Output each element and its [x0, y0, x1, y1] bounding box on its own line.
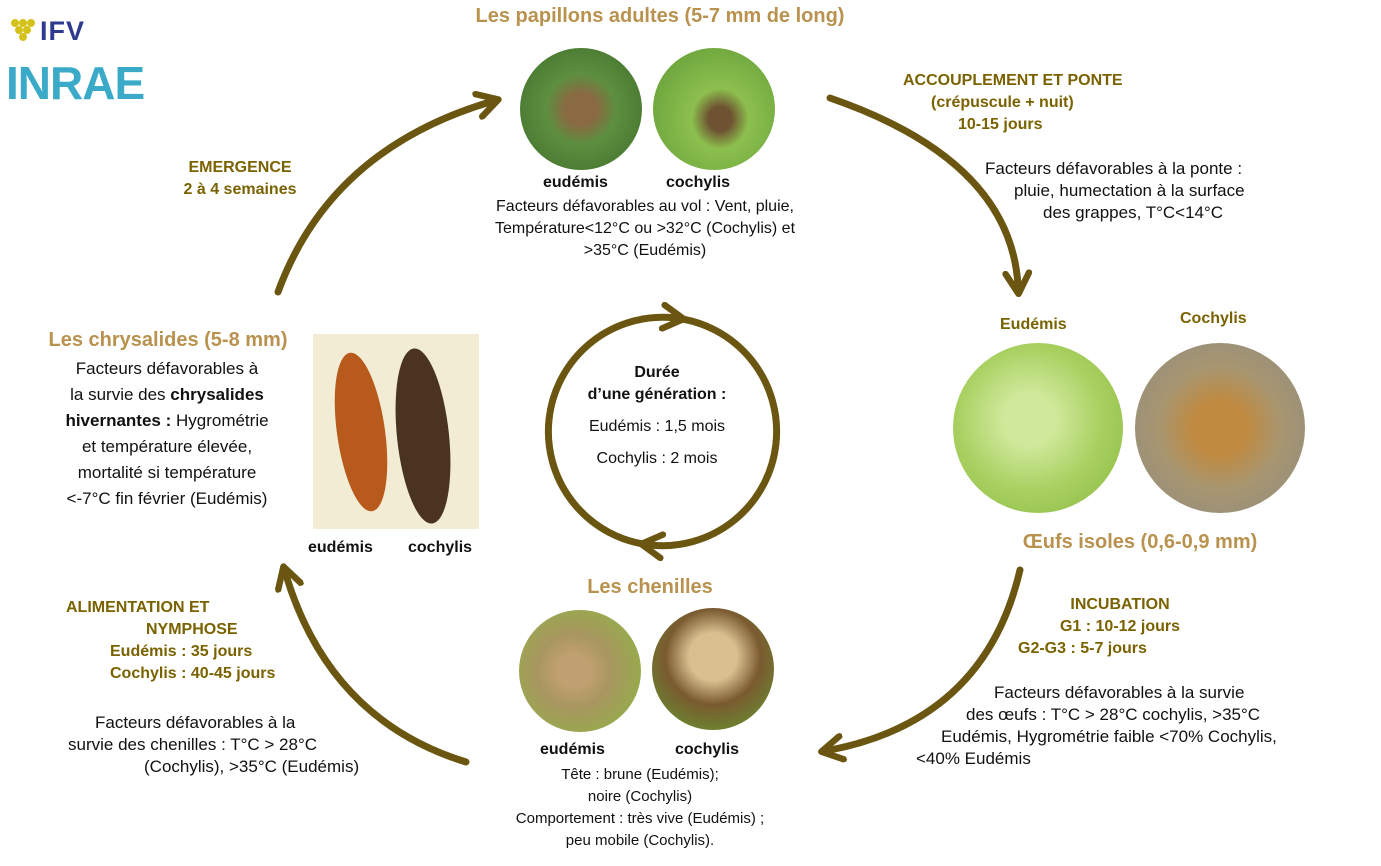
feeding-title-line: Cochylis : 40-45 jours: [66, 663, 366, 685]
pupae-factor-line: <-7°C fin février (Eudémis): [22, 486, 312, 512]
egg-eudemis-photo: [953, 343, 1123, 513]
mating-title-line: ACCOUPLEMENT ET PONTE: [903, 70, 1123, 92]
egg-cochylis-photo: [1135, 343, 1305, 513]
adult-eudemis-photo: [520, 48, 642, 170]
grape-icon: [10, 18, 36, 44]
caterpillars-label-cochylis: cochylis: [675, 739, 739, 761]
generation-eudemis: Eudémis : 1,5 mois: [552, 416, 762, 438]
mating-title: ACCOUPLEMENT ET PONTE (crépuscule + nuit…: [903, 70, 1123, 136]
adult-cochylis-photo: [653, 48, 775, 170]
mating-factors: Facteurs défavorables à la ponte : pluie…: [960, 158, 1340, 224]
generation-cochylis: Cochylis : 2 mois: [552, 448, 762, 470]
incubation-title: INCUBATION G1 : 10-12 jours G2-G3 : 5-7 …: [1010, 594, 1230, 660]
pupae-label-cochylis: cochylis: [408, 537, 472, 559]
feeding-title-line: ALIMENTATION ET: [66, 597, 366, 619]
adults-factor-line: Facteurs défavorables au vol : Vent, plu…: [440, 196, 850, 218]
emergence-title-line: EMERGENCE: [160, 157, 320, 179]
caterpillar-eudemis-photo: [519, 610, 641, 732]
incubation-factor-line: Eudémis, Hygrométrie faible <70% Cochyli…: [916, 726, 1376, 748]
adults-factors: Facteurs défavorables au vol : Vent, plu…: [440, 196, 850, 262]
incubation-factor-line: <40% Eudémis: [916, 748, 1376, 770]
incubation-title-line: G2-G3 : 5-7 jours: [1010, 638, 1230, 660]
eggs-label-eudemis: Eudémis: [1000, 314, 1067, 336]
eggs-title: Œufs isoles (0,6-0,9 mm): [990, 530, 1290, 554]
feeding-factor-line: Facteurs défavorables à la: [68, 712, 428, 734]
ifv-logo-text: IFV: [40, 16, 85, 47]
caterpillar-cochylis-photo: [652, 608, 774, 730]
generation-title-line: d’une génération :: [552, 384, 762, 406]
incubation-title-line: INCUBATION: [1010, 594, 1230, 616]
caterpillars-desc-line: Comportement : très vive (Eudémis) ;: [460, 808, 820, 830]
pupa-eudemis-shape: [326, 349, 396, 514]
pupae-f3a: hivernantes :: [65, 411, 171, 430]
generation-title-line: Durée: [552, 362, 762, 384]
incubation-factor-line: des œufs : T°C > 28°C cochylis, >35°C: [916, 704, 1376, 726]
inrae-logo: INRAE: [6, 58, 144, 108]
caterpillars-desc-line: Tête : brune (Eudémis);: [460, 764, 820, 786]
pupae-factor-line: hivernantes : Hygrométrie: [22, 408, 312, 434]
mating-title-line: (crépuscule + nuit): [903, 92, 1123, 114]
feeding-factor-line: (Cochylis), >35°C (Eudémis): [68, 756, 428, 778]
pupae-factor-line: la survie des chrysalides: [22, 382, 312, 408]
pupae-factor-line: mortalité si température: [22, 460, 312, 486]
mating-title-line: 10-15 jours: [903, 114, 1123, 136]
adults-factor-line: Température<12°C ou >32°C (Cochylis) et: [440, 218, 850, 240]
pupa-cochylis-shape: [388, 346, 458, 526]
pupae-photo: [313, 334, 479, 529]
ifv-logo: IFV: [8, 14, 108, 50]
caterpillars-title: Les chenilles: [560, 575, 740, 599]
feeding-factor-line: survie des chenilles : T°C > 28°C: [68, 734, 428, 756]
pupae-factor-line: Facteurs défavorables à: [22, 356, 312, 382]
emergence-title: EMERGENCE 2 à 4 semaines: [160, 157, 320, 201]
pupae-f3b: Hygrométrie: [171, 411, 268, 430]
pupae-factors: Facteurs défavorables à la survie des ch…: [22, 356, 312, 512]
pupae-title: Les chrysalides (5-8 mm): [28, 327, 308, 353]
feeding-title-line: NYMPHOSE: [66, 619, 366, 641]
pupae-factor-line: et température élevée,: [22, 434, 312, 460]
incubation-factors: Facteurs défavorables à la survie des œu…: [916, 682, 1376, 770]
caterpillars-desc-line: peu mobile (Cochylis).: [460, 830, 820, 852]
eggs-label-cochylis: Cochylis: [1180, 308, 1247, 330]
mating-factor-line: Facteurs défavorables à la ponte :: [960, 158, 1340, 180]
adults-label-cochylis: cochylis: [666, 172, 730, 194]
adults-title: Les papillons adultes (5-7 mm de long): [420, 4, 900, 28]
caterpillars-desc-line: noire (Cochylis): [460, 786, 820, 808]
incubation-factor-line: Facteurs défavorables à la survie: [916, 682, 1376, 704]
emergence-title-line: 2 à 4 semaines: [160, 179, 320, 201]
caterpillars-label-eudemis: eudémis: [540, 739, 605, 761]
generation-duration: Durée d’une génération : Eudémis : 1,5 m…: [552, 362, 762, 470]
adults-factor-line: >35°C (Eudémis): [440, 240, 850, 262]
incubation-title-line: G1 : 10-12 jours: [1010, 616, 1230, 638]
adults-label-eudemis: eudémis: [543, 172, 608, 194]
feeding-title-line: Eudémis : 35 jours: [66, 641, 366, 663]
mating-factor-line: des grappes, T°C<14°C: [960, 202, 1340, 224]
pupae-f2b: chrysalides: [170, 385, 264, 404]
feeding-title: ALIMENTATION ET NYMPHOSE Eudémis : 35 jo…: [66, 597, 366, 685]
pupae-f2a: la survie des: [70, 385, 170, 404]
mating-factor-line: pluie, humectation à la surface: [960, 180, 1340, 202]
feeding-factors: Facteurs défavorables à la survie des ch…: [68, 712, 428, 778]
pupae-label-eudemis: eudémis: [308, 537, 373, 559]
caterpillars-desc: Tête : brune (Eudémis); noire (Cochylis)…: [460, 764, 820, 852]
